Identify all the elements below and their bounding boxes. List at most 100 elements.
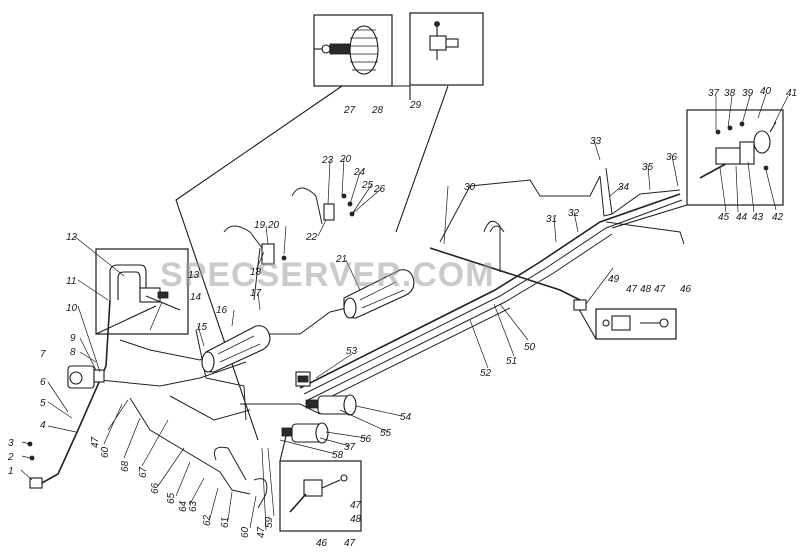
callout-label: 10	[66, 303, 78, 314]
callout-label: 49	[608, 274, 620, 285]
callout-label: 44	[736, 212, 748, 223]
callout-label: 18	[250, 267, 262, 278]
callout-label: 50	[524, 342, 536, 353]
callout-label: 62	[202, 514, 213, 526]
callout-label: 21	[335, 254, 347, 265]
callout-label: 46	[316, 538, 328, 549]
callout-label: 37	[708, 88, 720, 99]
callout-labels: 1 2 3 4 5 6 7 8 9 10 11 12 13 14 15 16 1…	[7, 86, 797, 549]
main-pipe-bundle	[299, 167, 685, 407]
callout-label: 9	[70, 333, 76, 344]
callout-label: 42	[772, 212, 784, 223]
callout-label: 55	[380, 428, 392, 439]
callout-label: 23	[321, 155, 334, 166]
callout-label: 33	[590, 136, 602, 147]
callout-label: 47	[350, 500, 362, 511]
callout-label: 31	[546, 214, 557, 225]
callout-label: 39	[742, 88, 754, 99]
callout-label: 41	[786, 88, 797, 99]
callout-label: 47	[626, 284, 638, 295]
callout-label: 8	[70, 347, 76, 358]
compressor-7	[67, 365, 105, 389]
valve-53	[295, 371, 311, 387]
callout-label: 40	[760, 86, 772, 97]
callout-label: 11	[66, 276, 76, 287]
callout-label: 47	[654, 284, 666, 295]
callout-label: 25	[361, 180, 374, 191]
inset-box-brake-chamber	[313, 14, 393, 87]
callout-label: 37	[344, 442, 356, 453]
callout-label: 68	[120, 460, 131, 472]
callout-label: 4	[40, 420, 46, 431]
valve-49	[573, 299, 587, 311]
callout-label: 27	[343, 105, 356, 116]
callout-label: 58	[332, 450, 344, 461]
callout-label: 59	[264, 516, 275, 528]
callout-label: 47	[256, 526, 267, 538]
brake-chamber-56	[281, 422, 329, 444]
callout-label: 34	[618, 182, 630, 193]
callout-label: 1	[8, 466, 14, 477]
callout-label: 53	[346, 346, 358, 357]
callout-label: 47	[90, 436, 101, 448]
callout-label: 38	[724, 88, 736, 99]
callout-label: 48	[350, 514, 362, 525]
callout-label: 7	[40, 349, 46, 360]
callout-label: 20	[339, 154, 352, 165]
air-tank-21	[343, 269, 415, 319]
callout-label: 20	[267, 220, 280, 231]
air-tank-16	[201, 325, 271, 373]
callout-label: 54	[400, 412, 412, 423]
fitting-1	[27, 441, 43, 489]
callout-label: 48	[640, 284, 652, 295]
callout-label: 15	[196, 322, 208, 333]
callout-label: 17	[250, 288, 262, 299]
callout-label: 43	[752, 212, 764, 223]
callout-label: 67	[138, 466, 149, 478]
callout-label: 51	[506, 356, 517, 367]
callout-label: 30	[464, 182, 476, 193]
callout-label: 26	[373, 184, 386, 195]
callout-label: 19	[254, 220, 266, 231]
callout-label: 2	[7, 452, 14, 463]
callout-label: 52	[480, 368, 492, 379]
inset-box-fitting-bottom	[279, 460, 362, 532]
callout-label: 12	[66, 232, 78, 243]
inset-box-fitting-right	[595, 308, 677, 340]
callout-label: 16	[216, 305, 228, 316]
callout-label: 3	[8, 438, 14, 449]
callout-label: 56	[360, 434, 372, 445]
callout-label: 65	[166, 492, 177, 504]
callout-label: 61	[220, 517, 231, 528]
inset-box-control-valve	[686, 109, 784, 206]
callout-label: 66	[150, 482, 161, 494]
callout-label: 6	[40, 377, 46, 388]
callout-label: 22	[305, 232, 318, 243]
callout-label: 32	[568, 208, 580, 219]
callout-label: 47	[344, 538, 356, 549]
callout-label: 36	[666, 152, 678, 163]
callout-label: 45	[718, 212, 730, 223]
callout-label: 13	[188, 270, 200, 281]
callout-label: 46	[680, 284, 692, 295]
callout-label: 35	[642, 162, 654, 173]
callout-label: 28	[371, 105, 384, 116]
callout-label: 24	[353, 167, 366, 178]
callout-label: 60	[100, 446, 111, 458]
left-pipe-runs	[39, 187, 381, 509]
callout-label: 29	[409, 100, 422, 111]
inset-box-valve	[409, 12, 484, 86]
inset-box-cylinder-left	[95, 248, 189, 335]
callout-label: 14	[190, 292, 202, 303]
callout-label: 63	[188, 500, 199, 512]
brake-chamber-54	[305, 394, 357, 416]
clamp-23-26	[323, 193, 355, 221]
watermark-text: SPECSERVER.COM	[160, 256, 495, 294]
inset-leader-lines	[95, 85, 688, 462]
callout-label: 5	[40, 398, 46, 409]
callout-label: 60	[240, 526, 251, 538]
callout-label: 64	[178, 500, 189, 512]
callout-leaders	[20, 93, 789, 531]
